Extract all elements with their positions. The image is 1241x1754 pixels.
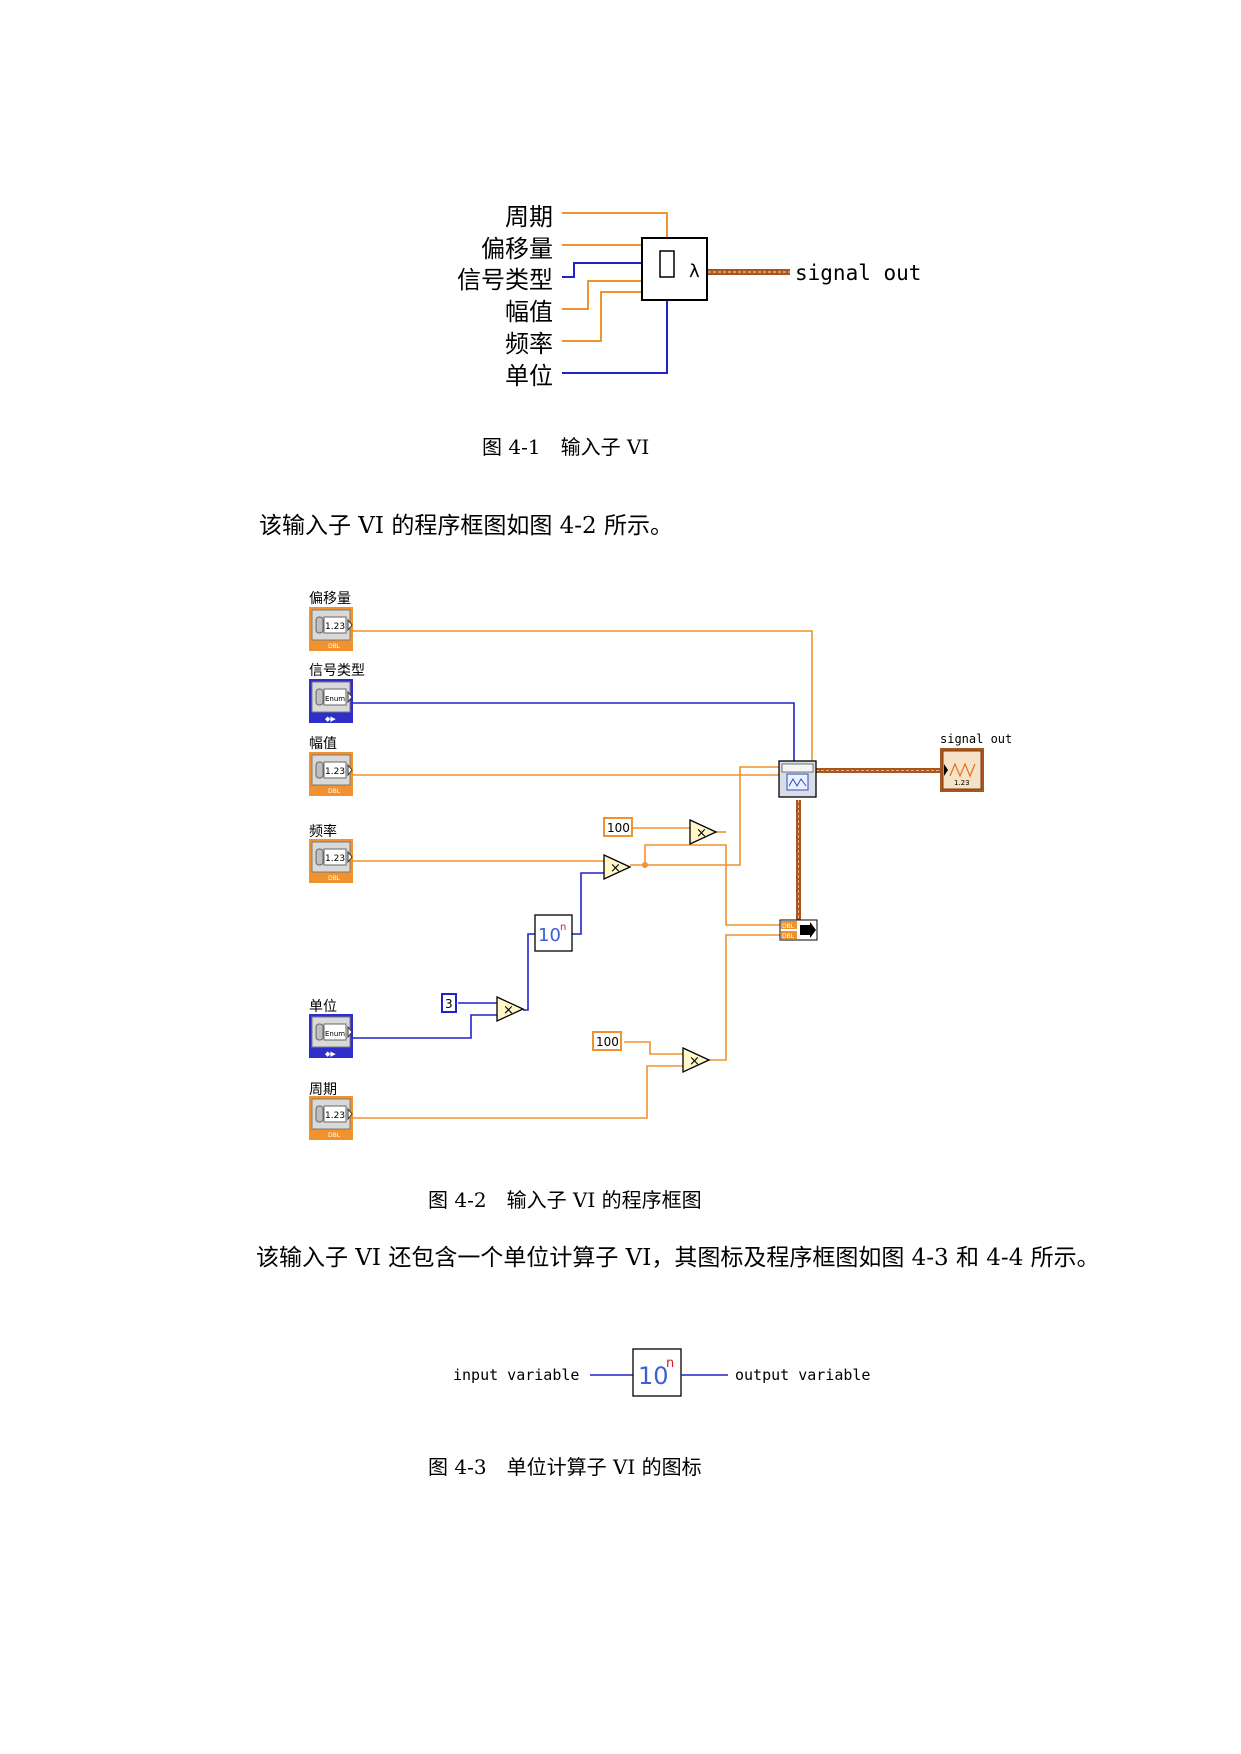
multiply-node-1: ×: [603, 854, 631, 880]
fig1-wire-signal-type: [562, 262, 642, 278]
wire-period: [353, 1065, 683, 1119]
wire-mul1-out: [630, 844, 780, 926]
ctl-label-amplitude: 幅值: [309, 736, 337, 752]
multiply-node-4: ×: [682, 1047, 710, 1073]
const-3: 3: [441, 993, 457, 1013]
ctl-label-offset: 偏移量: [309, 591, 351, 607]
svg-text:1.23: 1.23: [954, 779, 970, 787]
svg-text:1.23: 1.23: [325, 622, 345, 632]
const-100-b: 100: [592, 1031, 622, 1051]
svg-text:×: ×: [503, 1003, 514, 1018]
fig1-wire-period: [562, 212, 668, 238]
wire-junction: [642, 862, 648, 868]
fig1-output-label: signal out: [795, 261, 921, 285]
wire-mul3-out: [523, 933, 535, 1011]
ctl-frequency: 1.23 DBL: [308, 838, 354, 884]
ctl-period: 1.23 DBL: [308, 1095, 354, 1141]
svg-text:Enum: Enum: [325, 1030, 345, 1038]
svg-text:DBL: DBL: [782, 923, 795, 930]
indicator-label: signal out: [940, 732, 1012, 746]
ctl-amplitude: 1.23 DBL: [308, 751, 354, 797]
svg-text:10: 10: [538, 925, 561, 946]
fig1-wire-frequency: [562, 291, 642, 342]
fig2-caption: 图 4-2 输入子 VI 的程序框图: [428, 1188, 702, 1212]
fig1-wire-amplitude: [562, 280, 642, 310]
multiply-node-2: ×: [689, 819, 717, 845]
svg-text:n: n: [560, 922, 566, 933]
fig1-label-amplitude: 幅值: [505, 298, 553, 326]
ctl-label-period: 周期: [309, 1082, 337, 1098]
ctl-label-signal-type: 信号类型: [309, 663, 365, 679]
svg-text:n: n: [666, 1356, 674, 1371]
fig1-caption: 图 4-1 输入子 VI: [482, 435, 650, 459]
svg-text:×: ×: [689, 1054, 700, 1069]
fig1-wire-unit: [562, 300, 668, 374]
fig1-output-wire: [708, 269, 790, 275]
svg-text:×: ×: [610, 861, 621, 876]
svg-text:Enum: Enum: [325, 695, 345, 703]
fig1-label-offset: 偏移量: [481, 235, 553, 263]
fig1-lambda-glyph: λ: [689, 261, 700, 282]
svg-text:100: 100: [607, 821, 630, 835]
wire-mul4-out: [709, 934, 780, 1061]
paragraph-1: 该输入子 VI 的程序框图如图 4-2 所示。: [259, 513, 673, 539]
svg-text:◆▶: ◆▶: [325, 715, 336, 723]
svg-text:DBL: DBL: [328, 1132, 341, 1139]
multiply-node-3: ×: [496, 996, 524, 1022]
svg-text:3: 3: [445, 997, 453, 1011]
fig3-output-label: output variable: [735, 1366, 870, 1384]
fig1-label-frequency: 频率: [505, 330, 553, 358]
ctl-offset: 1.23 DBL: [308, 606, 354, 652]
svg-text:DBL: DBL: [782, 933, 795, 940]
signal-out-indicator: 1.23: [940, 748, 984, 792]
svg-text:DBL: DBL: [328, 643, 341, 650]
waveform-generator-subvi: [778, 760, 817, 798]
ctl-unit: Enum ◆▶: [308, 1013, 354, 1059]
ctl-signal-type: Enum ◆▶: [308, 678, 354, 724]
wire-mul1-amp: [645, 766, 779, 866]
wire-offset: [353, 630, 813, 764]
figure-4-1: 周期 偏移量 信号类型 幅值 频率 单位 λ signal out: [457, 203, 921, 390]
ctl-label-frequency: 频率: [309, 823, 337, 840]
svg-text:◆▶: ◆▶: [325, 1050, 336, 1058]
power-of-ten-subvi: 10 n: [534, 914, 573, 952]
svg-text:1.23: 1.23: [325, 767, 345, 777]
svg-text:100: 100: [596, 1035, 619, 1049]
svg-text:×: ×: [696, 826, 707, 841]
bundle-node: DBL DBL: [779, 919, 818, 941]
svg-text:1.23: 1.23: [325, 854, 345, 864]
wire-pow-out: [572, 872, 604, 935]
fig1-label-signal-type: 信号类型: [457, 266, 553, 294]
ctl-label-unit: 单位: [309, 999, 337, 1015]
fig3-input-label: input variable: [453, 1366, 579, 1384]
fig3-power-icon: 10 n: [632, 1348, 682, 1397]
figure-4-2: 偏移量 信号类型 幅值 频率 单位 周期 1.23 DBL: [308, 591, 1012, 1141]
wire-const100b: [624, 1041, 683, 1055]
fig3-caption: 图 4-3 单位计算子 VI 的图标: [428, 1455, 702, 1479]
signal-wire: [796, 768, 941, 925]
wire-unit: [353, 1014, 497, 1039]
const-100-a: 100: [603, 817, 633, 837]
svg-text:DBL: DBL: [328, 875, 341, 882]
wire-signal-type: [353, 702, 795, 764]
paragraph-2: 该输入子 VI 还包含一个单位计算子 VI，其图标及程序框图如图 4-3 和 4…: [256, 1245, 1100, 1271]
figure-4-3: input variable 10 n output variable: [453, 1348, 870, 1397]
fig1-label-period: 周期: [505, 203, 553, 231]
svg-text:DBL: DBL: [328, 788, 341, 795]
fig1-label-unit: 单位: [505, 362, 553, 390]
svg-text:1.23: 1.23: [325, 1111, 345, 1121]
svg-text:10: 10: [638, 1362, 669, 1390]
